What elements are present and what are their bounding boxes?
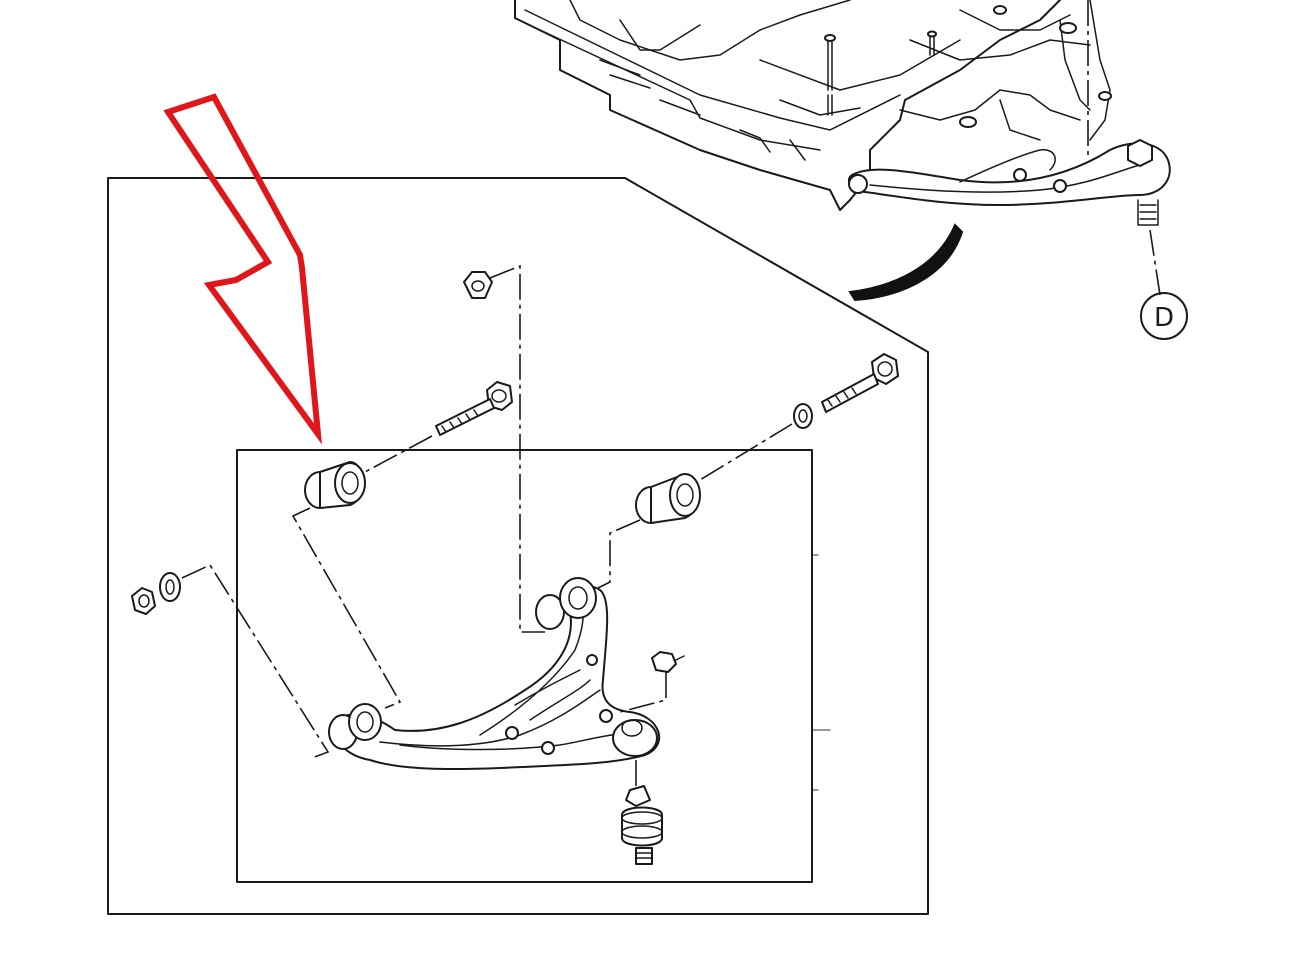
ball-joint-stud [621,760,663,865]
callout-label: D [1154,303,1174,333]
subframe-assembly [514,0,1171,296]
left-nut-washer [131,572,181,615]
left-bolt [435,381,513,436]
indicator-arrow-icon [163,93,323,445]
callout-d: D [1140,292,1188,340]
inner-detail-frame [236,449,813,883]
exploded-parts [131,264,899,865]
small-nut [651,651,685,673]
lower-control-arm [328,577,661,771]
top-nut [463,271,493,299]
left-rear-bushing [304,461,366,509]
right-bolt-washer [793,353,899,429]
right-bushing [635,473,701,524]
transfer-arrow-icon [848,223,964,302]
outer-detail-frame [107,177,929,915]
